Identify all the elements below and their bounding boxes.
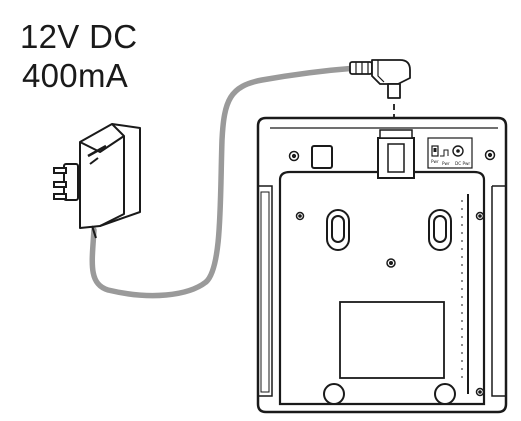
screw [288, 149, 496, 397]
rubber-foot [323, 383, 456, 405]
port-panel [431, 145, 464, 157]
adapter-prongs [53, 167, 67, 200]
wall-adapter [63, 123, 141, 229]
current-rating: 400mA [22, 57, 129, 94]
adapter-cable-strain [91, 225, 97, 239]
port-label-middle: Pwr [442, 161, 450, 166]
wall-mount-slot-left [326, 209, 350, 251]
port-label-left: Pwr [431, 159, 439, 164]
power-cable [89, 65, 359, 299]
port-label-right: DC Pwr [455, 161, 470, 166]
voltage-rating: 12V DC [20, 18, 138, 55]
dc-plug [349, 59, 411, 136]
wall-mount-slot-right [428, 209, 452, 251]
